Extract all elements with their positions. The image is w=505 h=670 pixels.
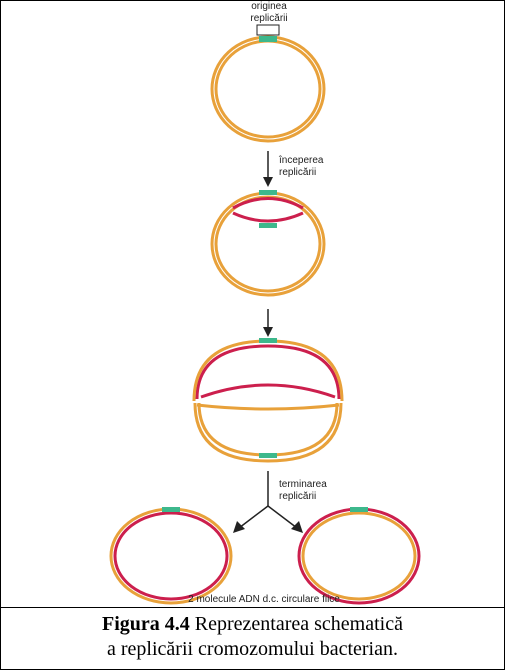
- caption-figure-number: Figura 4.4: [102, 613, 190, 635]
- caption-divider: [0, 607, 505, 608]
- daughter-circle-right: [297, 507, 421, 605]
- theta-upper-red: [195, 344, 341, 400]
- theta-lower-inner: [197, 402, 339, 457]
- daughter-circle-left: [109, 507, 233, 605]
- stage-initiation: [210, 190, 326, 297]
- theta-middle-red: [200, 383, 336, 399]
- caption-line1: Figura 4.4 Reprezentarea schematică: [0, 612, 505, 637]
- new-strand-top: [232, 197, 304, 210]
- initiation-circle-inner: [214, 195, 322, 293]
- caption-line2: a replicării cromozomului bacterian.: [107, 638, 398, 660]
- end-label-line2: replicării: [279, 491, 316, 502]
- replication-diagram: originea replicării începerea replicării: [109, 1, 421, 605]
- stage-origin: originea replicării: [210, 1, 326, 143]
- origin-marker-theta-top: [259, 338, 277, 343]
- end-label-line1: terminarea: [279, 479, 327, 490]
- diagram-area: originea replicării începerea replicării: [1, 1, 504, 606]
- origin-marker-theta-bottom: [259, 453, 277, 458]
- origin-marker: [259, 36, 277, 42]
- start-label-line1: începerea: [278, 155, 324, 166]
- result-label: 2 molecule ADN d.c. circulare fiice: [188, 594, 340, 605]
- initiation-circle-outer: [210, 191, 326, 297]
- theta-lower-outer: [193, 402, 343, 463]
- start-label-line2: replicării: [279, 167, 316, 178]
- origin-marker-bottom: [259, 223, 277, 228]
- parent-circle-outer: [210, 35, 326, 143]
- parent-circle-inner: [214, 39, 322, 139]
- theta-middle-orange: [196, 403, 340, 411]
- origin-marker-top: [259, 190, 277, 195]
- figure-caption: Figura 4.4 Reprezentarea schematică a re…: [0, 612, 505, 668]
- caption-line1-text: Reprezentarea schematică: [189, 613, 403, 635]
- origin-label-line1: originea: [251, 1, 287, 12]
- new-strand-bottom: [232, 211, 304, 223]
- origin-box: [256, 24, 280, 36]
- arrow-termination: terminarea replicării: [233, 471, 327, 533]
- arrow-start: începerea replicării: [263, 151, 324, 187]
- arrow-progress: [263, 309, 273, 337]
- origin-label-line2: replicării: [250, 13, 287, 24]
- stage-elongation: [192, 338, 344, 463]
